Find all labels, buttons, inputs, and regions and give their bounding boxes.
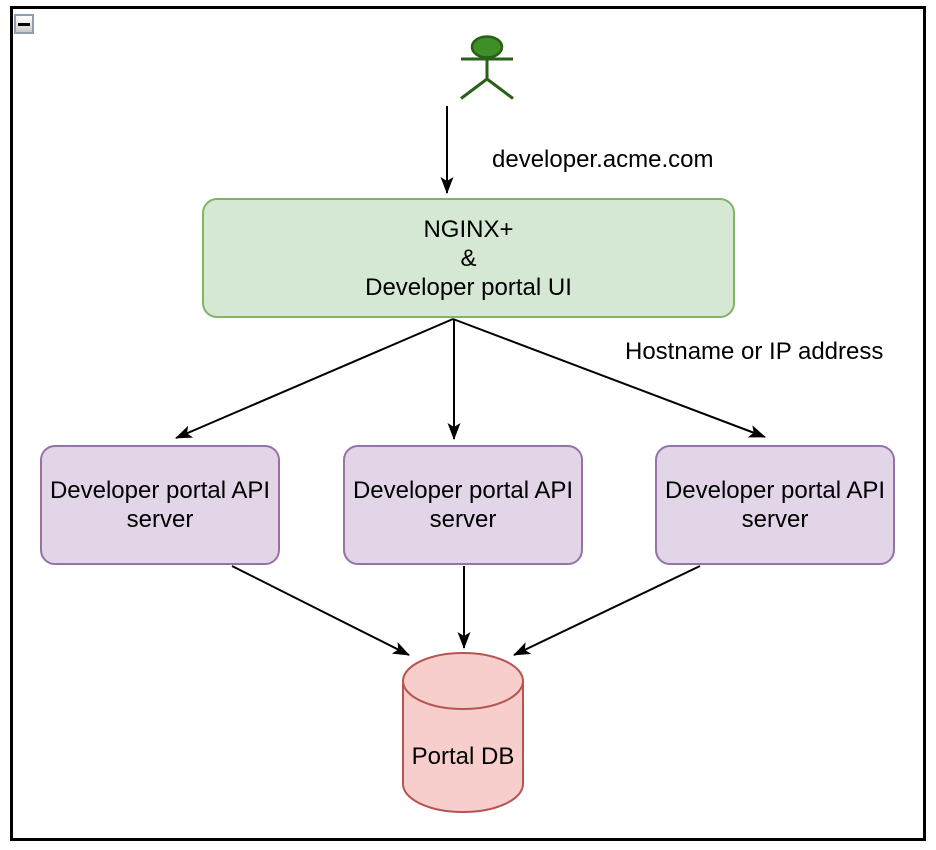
node-nginx-developer-portal-ui: NGINX+ & Developer portal UI [202, 198, 735, 318]
node-label: Developer portal API server [49, 477, 271, 533]
edge-label-developer-acme-com: developer.acme.com [492, 146, 714, 173]
node-label: Developer portal API server [352, 477, 574, 533]
node-label: NGINX+ & Developer portal UI [365, 215, 572, 301]
collapse-button[interactable] [14, 14, 34, 34]
node-api-server-3: Developer portal API server [655, 445, 895, 565]
arrow-gateway-to-api-left [175, 318, 454, 439]
arrow-gateway-to-api-right [452, 318, 766, 438]
actor-icon [460, 35, 514, 100]
node-label: Developer portal API server [664, 477, 886, 533]
node-api-server-1: Developer portal API server [40, 445, 280, 565]
node-api-server-2: Developer portal API server [343, 445, 583, 565]
database-cylinder [402, 652, 524, 813]
arrow-api-right-to-db [513, 565, 701, 656]
node-label-portal-db: Portal DB [411, 743, 515, 770]
edge-label-hostname-or-ip: Hostname or IP address [625, 338, 884, 365]
arrow-api-left-to-db [231, 565, 410, 656]
minus-icon [18, 22, 30, 26]
